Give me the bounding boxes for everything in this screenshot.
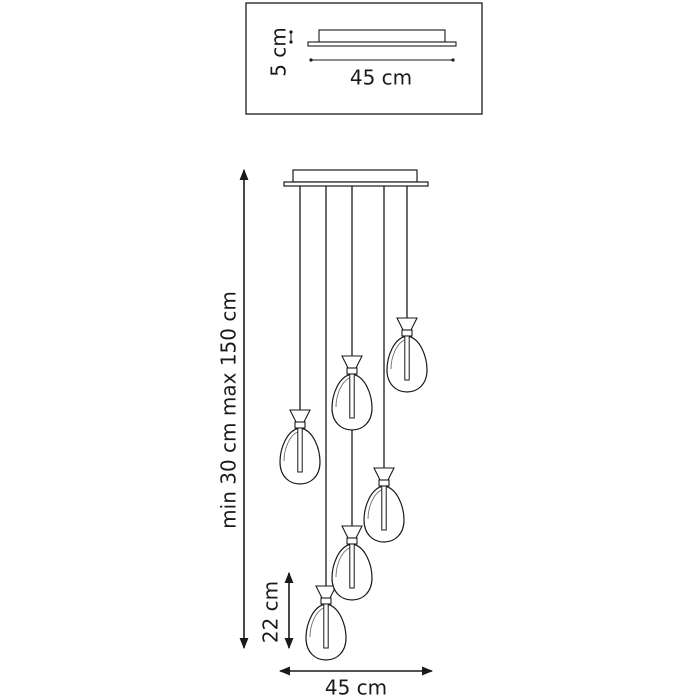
pendant-lamp (386, 306, 428, 393)
ceiling-canopy-base (283, 181, 429, 187)
overall-width-dimension: 45 cm (278, 666, 434, 700)
canopy-height-label: 5 cm (267, 27, 291, 77)
height-dim-dot-top (289, 30, 293, 34)
pendant-height-dimension: 22 cm (259, 571, 294, 650)
canopy-detail: 5 cm 45 cm (245, 2, 483, 115)
canopy-plate (318, 29, 446, 43)
overall-height-label: min 30 cm max 150 cm (217, 291, 241, 529)
width-dim-dot-left (309, 58, 313, 62)
width-dim-dot-right (451, 58, 455, 62)
canopy-width-label: 45 cm (350, 66, 412, 90)
pendant-lamp (331, 344, 373, 431)
pendant-lamp (279, 398, 321, 485)
pendant-lamp (363, 456, 405, 543)
canopy-base (307, 41, 457, 47)
pendant-lamp (331, 514, 373, 601)
pendant-height-label: 22 cm (259, 581, 283, 643)
ceiling-canopy (292, 169, 418, 183)
fixture-front-view (279, 169, 429, 661)
detail-frame (245, 2, 483, 115)
overall-height-dimension: min 30 cm max 150 cm (217, 168, 249, 650)
height-dim-dot-bottom (289, 40, 293, 44)
pendant-lamp (305, 574, 347, 661)
overall-width-label: 45 cm (325, 676, 387, 700)
